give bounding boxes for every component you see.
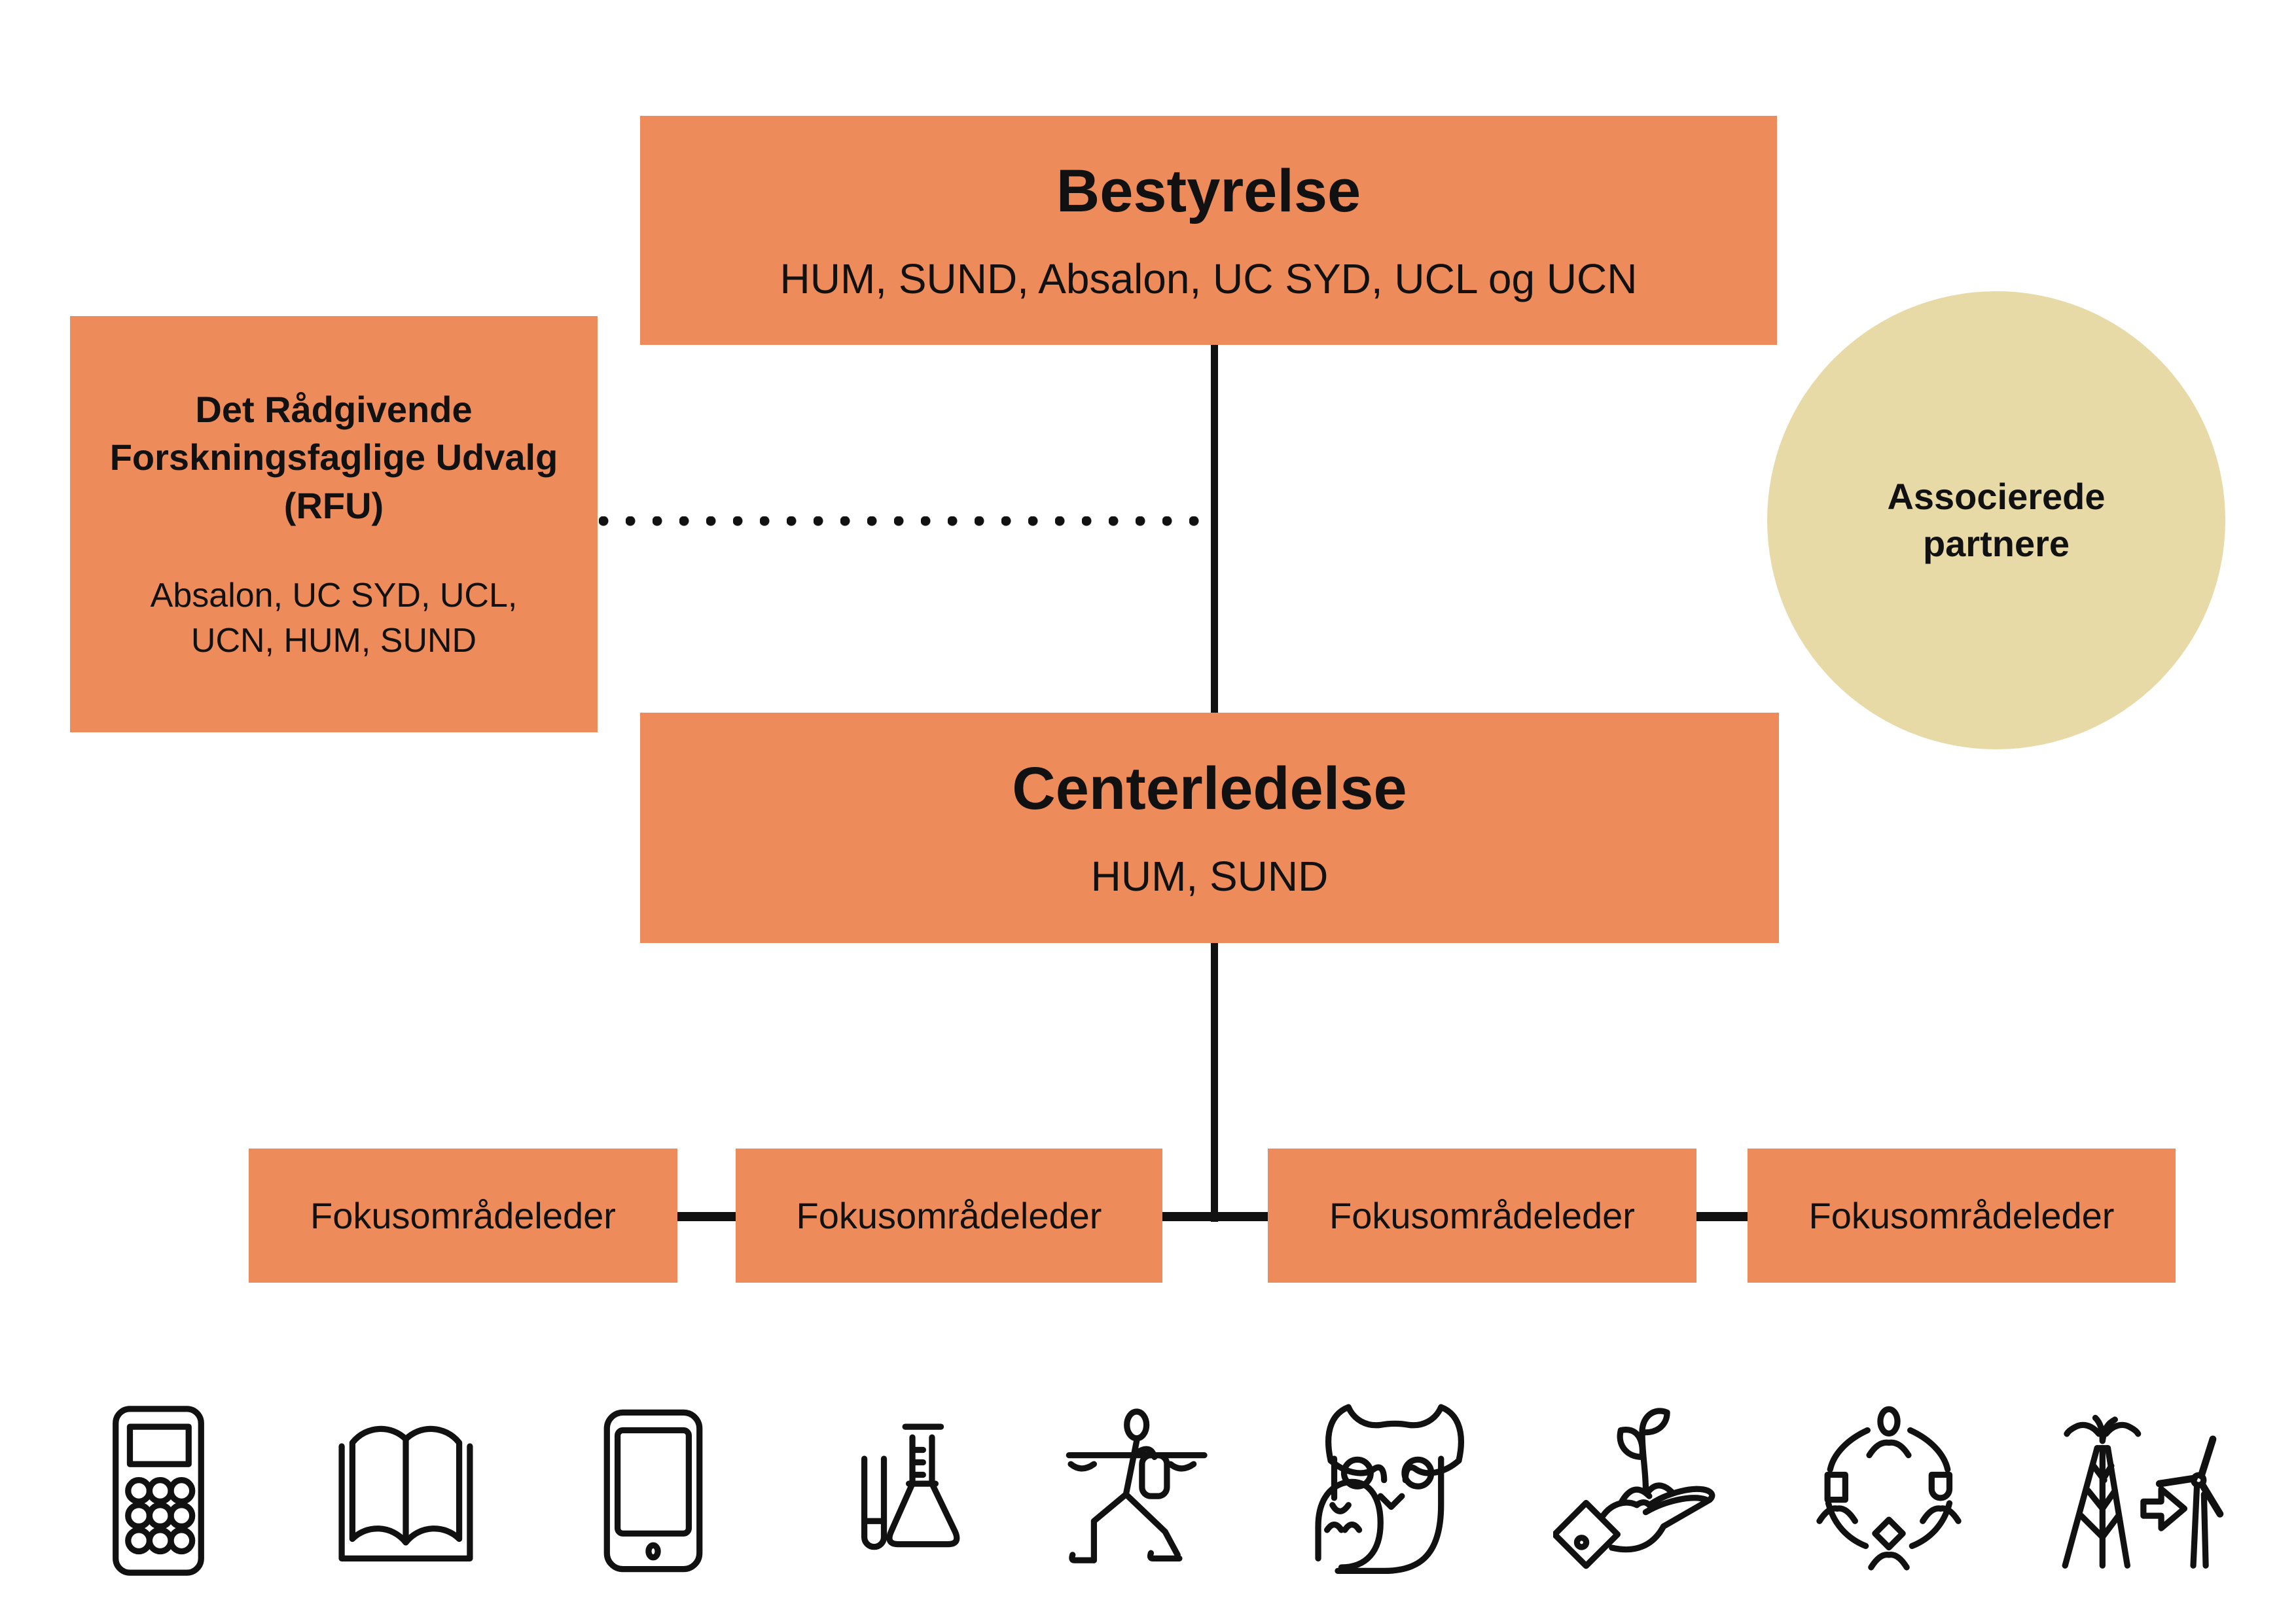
rfu-members: Absalon, UC SYD, UCL, UCN, HUM, SUND (150, 577, 518, 660)
focus-leader-box-3: Fokusområdeleder (1268, 1149, 1696, 1283)
associated-partners-circle: Associerede partnere (1767, 291, 2225, 749)
focus-leader-box-4: Fokusområdeleder (1748, 1149, 2176, 1283)
bestyrelse-title: Bestyrelse (1056, 157, 1361, 224)
people-network-icon (1791, 1393, 1987, 1589)
centerledelse-title: Centerledelse (1012, 755, 1407, 822)
connector-focus-2-3 (1162, 1212, 1268, 1221)
bestyrelse-members: HUM, SUND, Absalon, UC SYD, UCL og UCN (780, 255, 1638, 302)
yoga-pose-icon (1049, 1393, 1246, 1589)
centerledelse-box: Centerledelse HUM, SUND (640, 713, 1779, 943)
bestyrelse-box: Bestyrelse HUM, SUND, Absalon, UC SYD, U… (640, 116, 1777, 345)
calculator-icon (60, 1393, 257, 1589)
associated-partners-title: Associerede partnere (1887, 476, 2106, 564)
energy-transition-icon (2038, 1393, 2234, 1589)
dotted-connector-rfu (599, 516, 1215, 526)
focus-leader-label-4: Fokusområdeleder (1808, 1195, 2115, 1236)
lab-flask-icon (802, 1393, 998, 1589)
open-book-icon (308, 1393, 504, 1589)
focus-leader-label-1: Fokusområdeleder (310, 1195, 616, 1236)
rfu-box: Det Rådgivende Forskningsfaglige Udvalg … (70, 316, 598, 732)
hand-sprout-icon (1544, 1393, 1740, 1589)
focus-leader-label-2: Fokusområdeleder (796, 1195, 1102, 1236)
rfu-title: Det Rådgivende Forskningsfaglige Udvalg … (109, 388, 558, 527)
focus-leader-label-3: Fokusområdeleder (1329, 1195, 1635, 1236)
tablet-icon (555, 1393, 751, 1589)
connector-centerledelse-focus (1211, 943, 1218, 1222)
focus-area-icon-row (60, 1393, 2234, 1589)
connector-bestyrelse-centerledelse (1211, 345, 1218, 713)
focus-leader-box-2: Fokusområdeleder (736, 1149, 1162, 1283)
owl-icon (1297, 1393, 1493, 1589)
connector-focus-1-2 (677, 1212, 736, 1221)
connector-focus-3-4 (1696, 1212, 1748, 1221)
centerledelse-members: HUM, SUND (1090, 852, 1329, 900)
focus-leader-box-1: Fokusområdeleder (249, 1149, 677, 1283)
